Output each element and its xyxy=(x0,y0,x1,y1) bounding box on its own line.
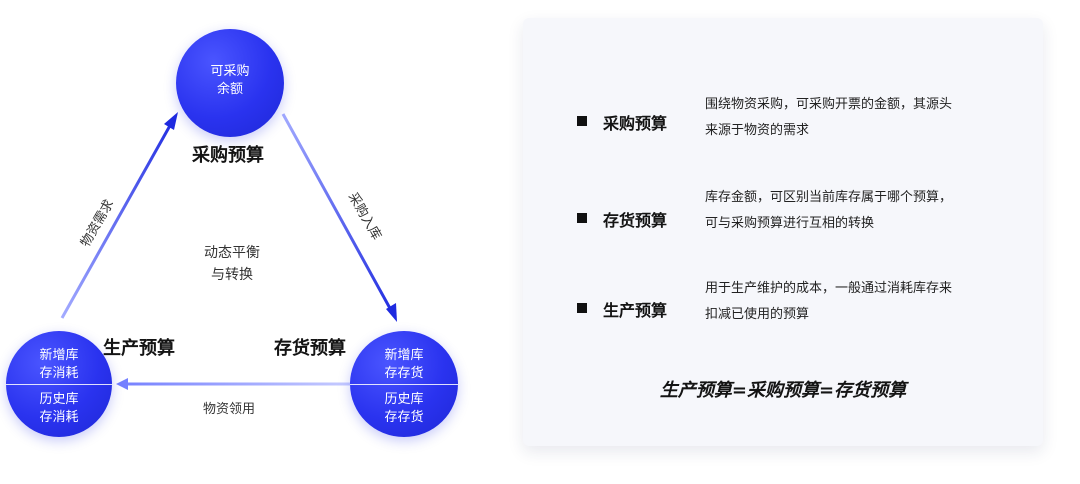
node-inventory-budget: 新增库 存存货 历史库 存存货 xyxy=(350,331,458,437)
panel-row-title: 存货预算 xyxy=(603,211,668,230)
node-left-upper-line1: 新增库 xyxy=(39,348,79,363)
arrow-top-to-right xyxy=(281,113,397,322)
panel-row-desc-line1: 用于生产维护的成本，一般通过消耗库存来 xyxy=(705,281,953,296)
edge-label-material-requisition: 物资领用 xyxy=(203,402,256,417)
panel-row-desc: 库存金额，可区别当前库存属于哪个预算， 可与采购预算进行互相的转换 xyxy=(705,185,1025,237)
node-left-lower-line1: 历史库 xyxy=(39,392,79,407)
panel-row-title: 采购预算 xyxy=(603,114,668,133)
panel-row-desc: 用于生产维护的成本，一般通过消耗库存来 扣减已使用的预算 xyxy=(705,276,1025,328)
panel-row-desc-line1: 围绕物资采购，可采购开票的金额，其源头 xyxy=(705,97,953,112)
bullet-square-icon xyxy=(577,116,587,126)
node-right-upper-line2: 存存货 xyxy=(384,366,424,381)
arrow-left-to-top xyxy=(60,112,178,319)
node-purchase-budget: 可采购 余额 xyxy=(176,29,284,137)
panel-row-desc-line2: 可与采购预算进行互相的转换 xyxy=(705,216,875,231)
panel-row-desc-line1: 库存金额，可区别当前库存属于哪个预算， xyxy=(705,190,953,205)
node-left-upper-line2: 存消耗 xyxy=(39,366,79,381)
explanation-card: 采购预算 围绕物资采购，可采购开票的金额，其源头 来源于物资的需求 存货预算 库… xyxy=(523,18,1043,446)
bullet-square-icon xyxy=(577,303,587,313)
panel-row-title: 生产预算 xyxy=(603,301,668,320)
node-top-line2: 余额 xyxy=(216,82,243,97)
node-top-title: 采购预算 xyxy=(192,145,264,166)
node-production-budget: 新增库 存消耗 历史库 存消耗 xyxy=(6,331,112,437)
node-right-upper-line1: 新增库 xyxy=(384,348,424,363)
node-top-line1: 可采购 xyxy=(210,64,250,79)
budget-formula: 生产预算=采购预算=存货预算 xyxy=(659,380,907,401)
node-left-lower-line2: 存消耗 xyxy=(39,410,79,425)
bullet-square-icon xyxy=(577,213,587,223)
center-line1: 动态平衡 xyxy=(204,245,260,261)
center-label: 动态平衡 与转换 xyxy=(182,242,282,286)
panel-row-desc-line2: 来源于物资的需求 xyxy=(705,123,810,138)
arrow-right-to-left xyxy=(116,378,350,390)
panel-row-desc-line2: 扣减已使用的预算 xyxy=(705,307,810,322)
node-left-divider xyxy=(6,384,112,385)
node-right-lower-line1: 历史库 xyxy=(384,392,424,407)
center-line2: 与转换 xyxy=(211,267,253,283)
node-right-divider xyxy=(350,384,458,385)
node-right-lower-line2: 存存货 xyxy=(384,410,424,425)
node-left-title: 生产预算 xyxy=(103,338,175,359)
node-right-title: 存货预算 xyxy=(274,338,346,359)
panel-row-desc: 围绕物资采购，可采购开票的金额，其源头 来源于物资的需求 xyxy=(705,92,1025,144)
